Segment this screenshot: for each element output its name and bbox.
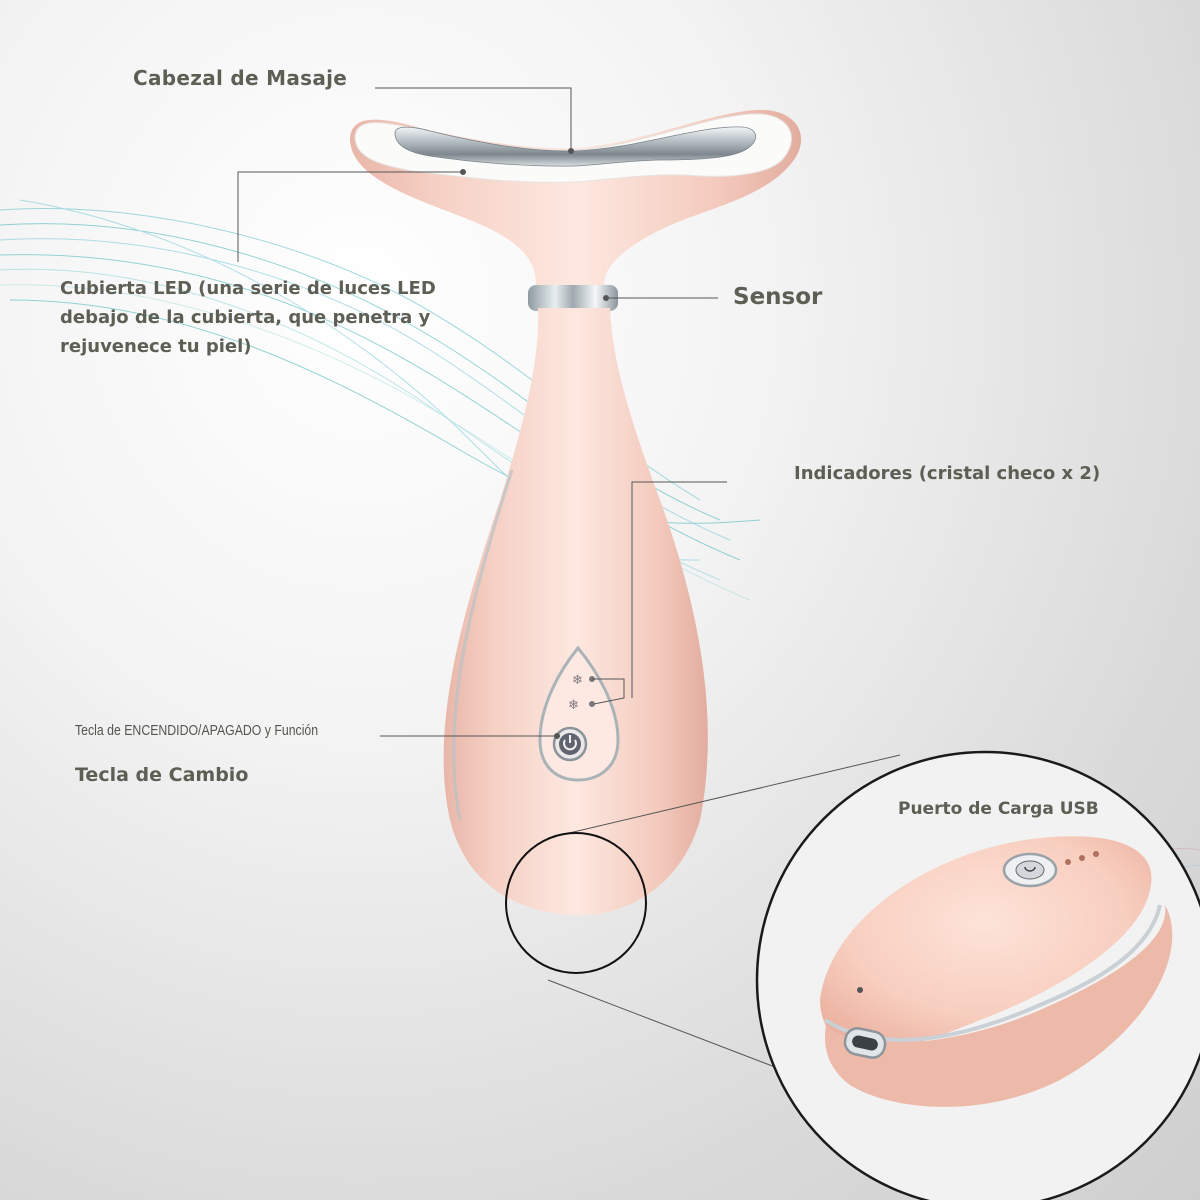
device: ❄ ❄ — [350, 109, 802, 916]
label-massage-head: Cabezal de Masaje — [133, 66, 348, 90]
magnifier-source-circle — [505, 832, 647, 974]
handle-chrome-edge — [452, 469, 514, 821]
leader-dots — [460, 148, 609, 739]
indicator-dot — [1093, 851, 1099, 857]
label-switch-key: Tecla de Cambio — [75, 764, 249, 786]
label-power-key: Tecla de ENCENDIDO/APAGADO y Función — [75, 722, 319, 739]
indicator-dot — [1065, 859, 1071, 865]
label-led-cover-line: rejuvenece tu piel) — [60, 336, 252, 357]
snowflake-icon: ❄ — [572, 673, 583, 688]
decorative-waves — [0, 199, 761, 601]
label-led-cover-line: debajo de la cubierta, que penetra y — [60, 307, 431, 328]
handle-body — [443, 308, 708, 916]
indicator-dot — [589, 701, 595, 707]
label-led-cover: Cubierta LED (una serie de luces LED deb… — [60, 274, 480, 361]
zoom-lower-body — [825, 905, 1173, 1107]
zoom-detail — [755, 750, 1200, 1200]
massage-head-blade — [394, 126, 756, 167]
snowflake-icon: ❄ — [568, 698, 579, 713]
label-led-cover-line: Cubierta LED (una serie de luces LED — [60, 278, 436, 299]
indicator-dot — [1079, 855, 1085, 861]
power-icon[interactable] — [552, 726, 588, 762]
sensor-ring — [528, 285, 618, 311]
zoom-device-body — [820, 836, 1152, 1054]
label-usb-port: Puerto de Carga USB — [898, 799, 1099, 819]
label-sensor: Sensor — [733, 284, 823, 310]
label-indicators: Indicadores (cristal checo x 2) — [794, 463, 1101, 484]
power-icon[interactable] — [1002, 852, 1058, 888]
